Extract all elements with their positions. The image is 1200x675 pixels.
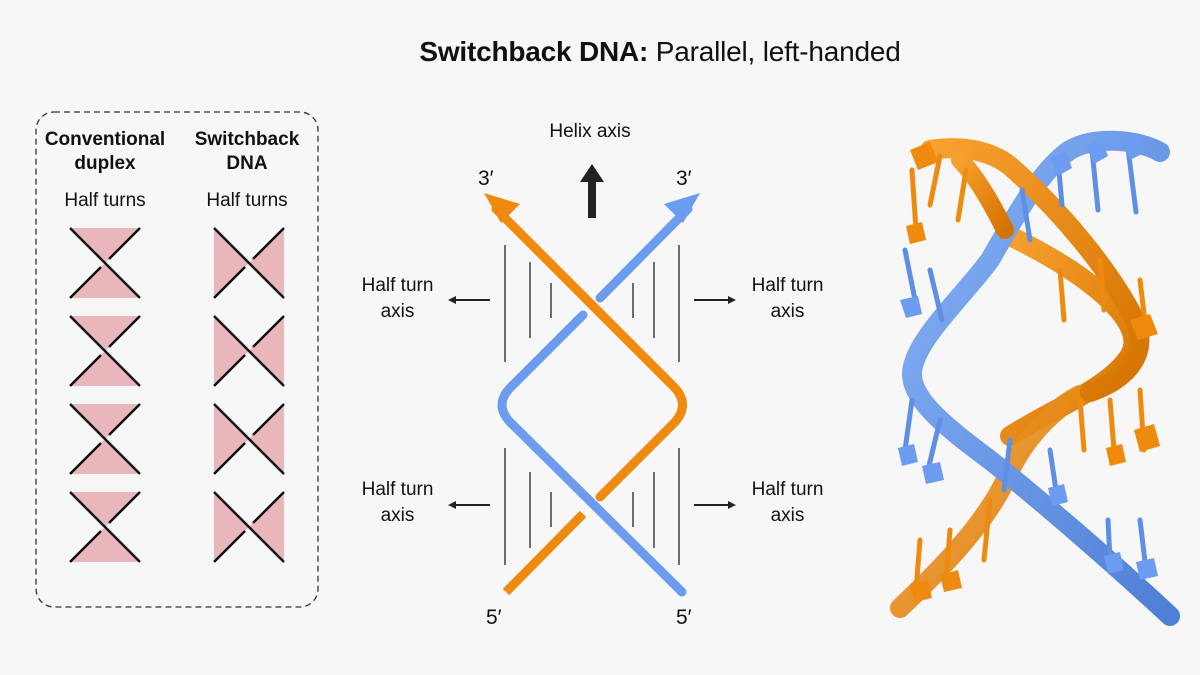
blue-strand xyxy=(497,193,700,597)
strand-end-3prime-left: 3′ xyxy=(478,167,494,190)
orange-arrowhead xyxy=(484,193,520,223)
half-turn-line1: Half turn xyxy=(361,275,434,296)
half-turn-line1: Half turn xyxy=(361,479,434,500)
orange-strand xyxy=(484,193,687,596)
switchback-half-turns-label: Half turns xyxy=(206,190,288,211)
switchback-dna-heading: Switchback DNA xyxy=(172,128,322,176)
half-turn-line2: axis xyxy=(770,505,805,526)
conventional-half-turn-2 xyxy=(69,315,141,387)
switchback-heading-line1: Switchback xyxy=(194,129,300,150)
switchback-dna-half-turns xyxy=(213,227,285,563)
strand-end-5prime-left: 5′ xyxy=(486,606,502,629)
title-rest-part: Parallel, left-handed xyxy=(648,36,901,67)
blue-arrowhead xyxy=(664,193,700,223)
switchback-half-turn-4 xyxy=(213,491,285,563)
switchback-half-turn-3 xyxy=(213,403,285,475)
conventional-duplex-heading: Conventional duplex xyxy=(30,128,180,176)
half-turn-line1: Half turn xyxy=(751,275,824,296)
conventional-duplex-half-turns xyxy=(69,227,141,563)
half-turn-axis-label-lower-left: Half turn axis xyxy=(340,477,455,529)
switchback-heading-line2: DNA xyxy=(226,153,268,174)
comparison-box xyxy=(35,111,319,608)
conventional-half-turns-label: Half turns xyxy=(64,190,146,211)
title-bold-part: Switchback DNA: xyxy=(419,36,649,67)
half-turn-line2: axis xyxy=(770,301,805,322)
half-turn-axis-label-upper-left: Half turn axis xyxy=(340,273,455,325)
switchback-half-turn-2 xyxy=(213,315,285,387)
strand-end-5prime-right: 5′ xyxy=(676,606,692,629)
half-turn-line1: Half turn xyxy=(751,479,824,500)
conventional-half-turn-3 xyxy=(69,403,141,475)
page-title: Switchback DNA: Parallel, left-handed xyxy=(0,36,1200,68)
half-turn-axis-label-lower-right: Half turn axis xyxy=(730,477,845,529)
half-turn-axis-label-upper-right: Half turn axis xyxy=(730,273,845,325)
half-turn-line2: axis xyxy=(380,301,415,322)
strand-end-3prime-right: 3′ xyxy=(676,167,692,190)
conventional-half-turn-4 xyxy=(69,491,141,563)
conventional-heading-line1: Conventional xyxy=(44,129,166,150)
switchback-half-turn-1 xyxy=(213,227,285,299)
conventional-half-turn-1 xyxy=(69,227,141,299)
switchback-3d-structure xyxy=(890,130,1180,626)
base-pair-lines xyxy=(504,245,680,565)
helix-axis-arrow xyxy=(580,164,604,218)
conventional-heading-line2: duplex xyxy=(74,153,136,174)
helix-axis-label: Helix axis xyxy=(549,121,631,142)
half-turn-line2: axis xyxy=(380,505,415,526)
